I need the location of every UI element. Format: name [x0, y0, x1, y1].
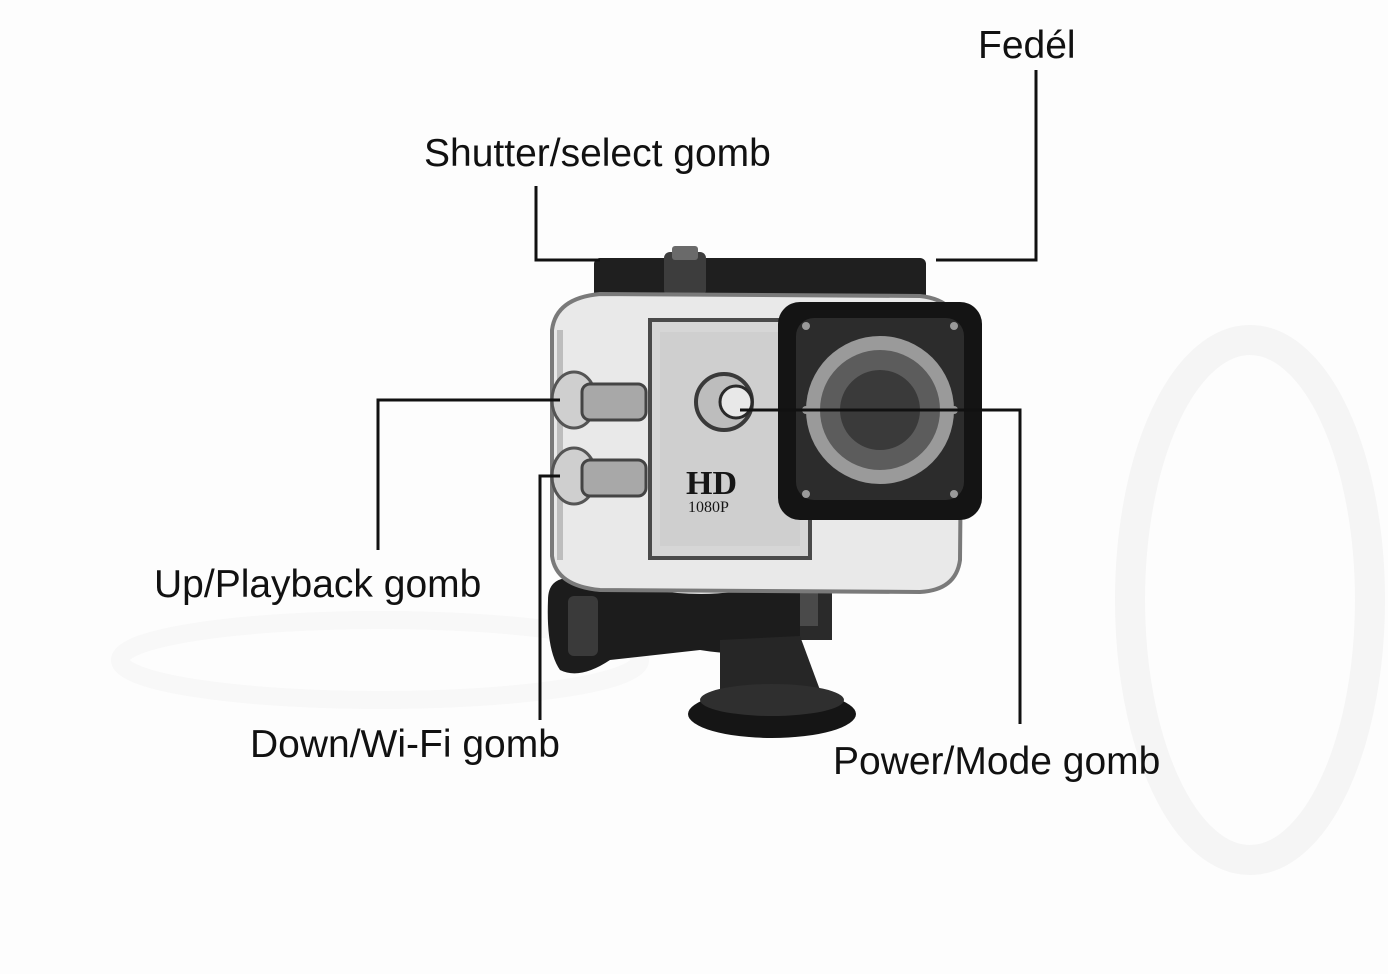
background-texture: [111, 325, 1385, 875]
leader-line-power: [740, 408, 1022, 724]
power-button: [694, 372, 754, 432]
hd-badge: HD: [686, 465, 737, 502]
resolution-badge: 1080P: [688, 499, 729, 516]
label-power-mode: Power/Mode gomb: [833, 740, 1161, 783]
label-up-playback: Up/Playback gomb: [154, 563, 482, 606]
leader-line-fedel: [936, 70, 1038, 262]
leader-lines: [376, 70, 1038, 724]
tripod-mount: [547, 560, 856, 738]
leader-line-shutter: [534, 186, 600, 262]
leader-line-down: [538, 474, 560, 720]
label-down-wifi: Down/Wi-Fi gomb: [250, 723, 560, 766]
label-shutter-select: Shutter/select gomb: [424, 132, 771, 175]
label-fedel: Fedél: [978, 24, 1076, 67]
leader-line-up: [376, 398, 560, 550]
